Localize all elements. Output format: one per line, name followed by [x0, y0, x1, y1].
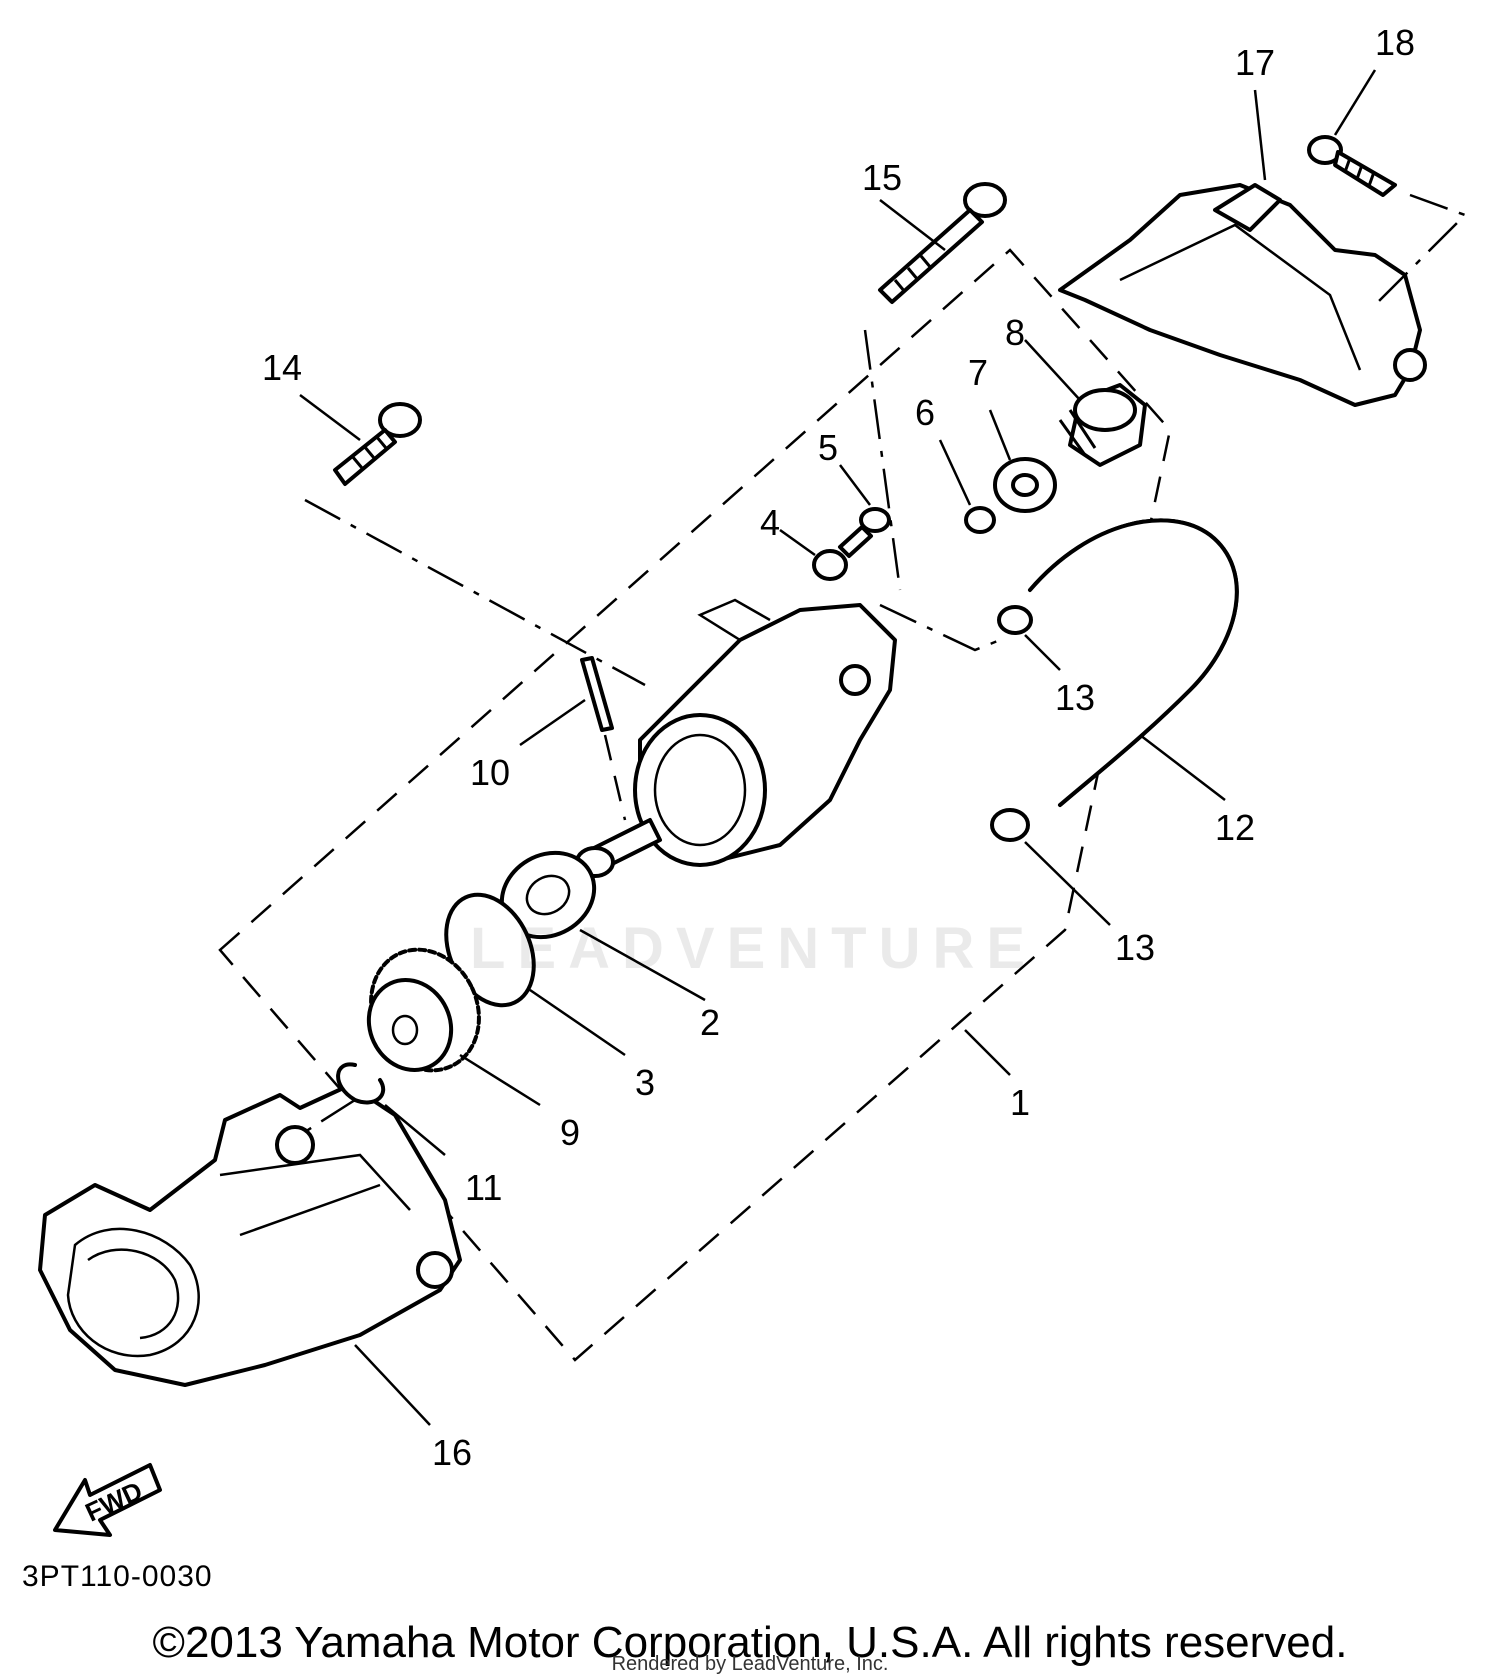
- lower-cover-part: [38, 1083, 462, 1387]
- leader-line-4: [779, 528, 816, 557]
- leader-line-16: [354, 1344, 431, 1426]
- leader-line-13-upper: [1024, 634, 1061, 671]
- callout-13-upper: 13: [1055, 677, 1095, 718]
- callout-16: 16: [432, 1432, 472, 1473]
- washer-4-part: [812, 549, 848, 581]
- callout-9: 9: [560, 1112, 580, 1153]
- washer-6-part: [964, 506, 996, 534]
- leader-line-18: [1333, 69, 1377, 136]
- leader-line-9: [459, 1053, 541, 1107]
- hose-clip-13-lower-part: [990, 808, 1030, 842]
- watermark: LEADVENTURE: [470, 916, 1038, 981]
- forward-direction-badge: FWD: [53, 1463, 162, 1537]
- callout-13-lower: 13: [1115, 927, 1155, 968]
- leader-line-6: [938, 439, 972, 506]
- leader-line-11: [384, 1104, 446, 1156]
- leader-line-1: [964, 1029, 1011, 1076]
- bearing-2-part: [499, 850, 597, 940]
- upper-cover-part: [1058, 183, 1427, 407]
- callout-3: 3: [635, 1062, 655, 1103]
- plug-bolt-8-part: [1058, 383, 1147, 467]
- tapping-screw-part: [1307, 135, 1397, 197]
- callout-15: 15: [862, 157, 902, 198]
- leader-line-15: [879, 199, 946, 251]
- circlip-alignment-line: [299, 1098, 356, 1137]
- pin-alignment-line: [603, 734, 627, 821]
- nut-7-part: [993, 457, 1057, 513]
- screw-alignment-line: [1374, 193, 1468, 306]
- hose-clip-13-upper-part: [997, 605, 1033, 635]
- hose-alignment-line: [879, 603, 1001, 652]
- callout-14: 14: [262, 347, 302, 388]
- leader-line-12: [1139, 734, 1226, 801]
- callout-12: 12: [1215, 807, 1255, 848]
- gear-9-part: [366, 947, 481, 1073]
- pin-10-part: [580, 656, 614, 732]
- render-note: Rendered by LeadVenture, Inc.: [611, 1653, 889, 1675]
- oil-pump-body-part: [575, 598, 897, 878]
- leader-line-17: [1253, 89, 1267, 181]
- leader-line-14: [299, 394, 361, 441]
- bolt-14-alignment-line: [304, 498, 646, 687]
- callout-7: 7: [968, 352, 988, 393]
- callout-17: 17: [1235, 42, 1275, 83]
- callout-18: 18: [1375, 22, 1415, 63]
- copyright-notice: ©2013 Yamaha Motor Corporation, U.S.A. A…: [152, 1618, 1348, 1667]
- leader-line-5: [839, 464, 871, 506]
- diagram-code: 3PT110-0030: [22, 1560, 213, 1593]
- callout-10: 10: [470, 752, 510, 793]
- callout-11: 11: [465, 1167, 502, 1208]
- callout-4: 4: [760, 502, 780, 543]
- leader-line-2: [579, 928, 706, 1002]
- leader-line-8: [1024, 339, 1081, 401]
- bolt-15-part: [878, 182, 1007, 304]
- bolt-14-part: [333, 402, 422, 486]
- assembly-outline: [218, 248, 1172, 1362]
- bolt-5-part: [838, 507, 891, 558]
- callout-1: 1: [1010, 1082, 1030, 1123]
- leader-line-3: [529, 988, 626, 1057]
- leader-line-10: [519, 698, 586, 747]
- leader-line-7: [988, 409, 1012, 461]
- leader-line-13-lower: [1024, 841, 1111, 926]
- callout-2: 2: [700, 1002, 720, 1043]
- bolt-15-alignment-line: [863, 329, 902, 591]
- callout-8: 8: [1005, 312, 1025, 353]
- callout-5: 5: [818, 427, 838, 468]
- callout-6: 6: [915, 392, 935, 433]
